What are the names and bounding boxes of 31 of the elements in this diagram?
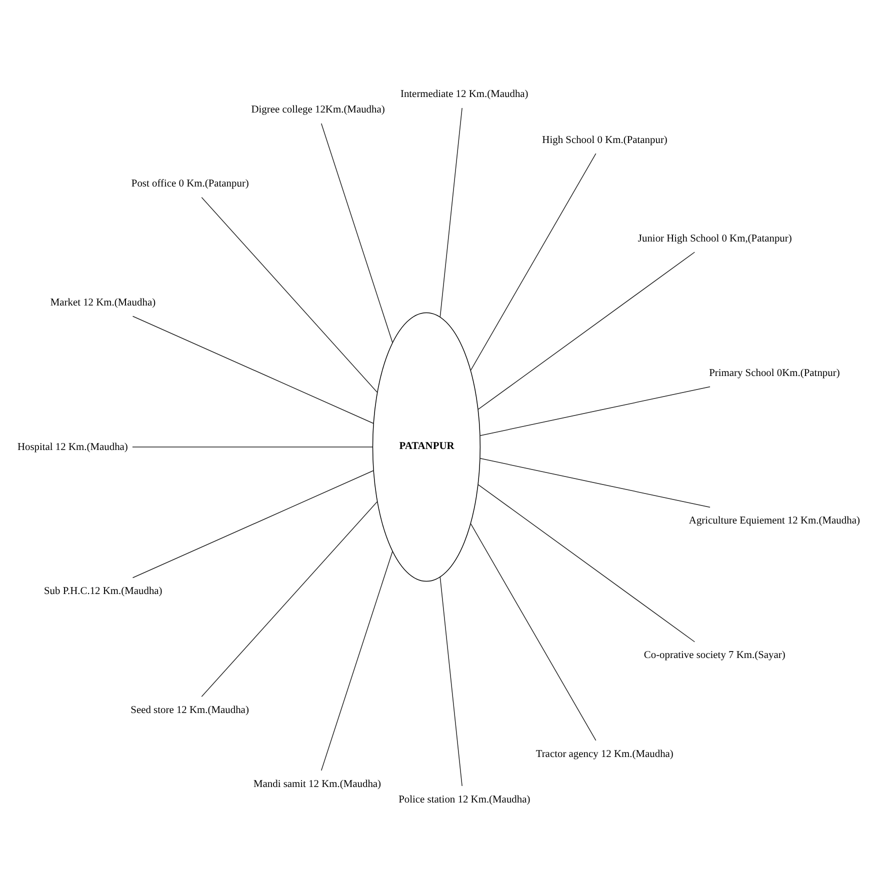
node-text: Digree college 12Km.(Maudha) — [251, 104, 385, 116]
connector — [480, 386, 710, 436]
connector — [320, 550, 393, 770]
connector — [132, 446, 373, 447]
connector — [132, 470, 374, 578]
connector — [440, 576, 462, 786]
node-text: Mandi samit 12 Km.(Maudha) — [253, 778, 382, 790]
node-text: Tractor agency 12 Km.(Maudha) — [536, 748, 674, 760]
connector — [470, 152, 596, 370]
connector — [132, 315, 374, 424]
connector — [201, 500, 378, 697]
node-text: Primary School 0Km.(Patnpur) — [709, 368, 840, 379]
connector — [478, 251, 696, 410]
node-ellipse: PATANPUR — [372, 312, 481, 582]
connector — [440, 107, 462, 317]
node-text: Police station 12 Km.(Maudha) — [398, 794, 530, 805]
node-text: Market 12 Km.(Maudha) — [50, 297, 156, 308]
node-text: Hospital 12 Km.(Maudha) — [17, 441, 128, 452]
node-text: Seed store 12 Km.(Maudha) — [130, 704, 249, 716]
node-text: Junior High School 0 Km,(Patanpur) — [638, 232, 792, 244]
node-text: High School 0 Km.(Patanpur) — [542, 134, 668, 146]
node-text: Co-oprative society 7 Km.(Sayar) — [644, 650, 786, 661]
connector — [480, 458, 710, 508]
node-text: Intermediate 12 Km.(Maudha) — [400, 88, 528, 100]
connector — [478, 484, 696, 642]
node-text: Agriculture Equiement 12 Km.(Maudha) — [688, 514, 860, 526]
node-text: Sub P.H.C.12 Km.(Maudha) — [44, 585, 162, 596]
connector — [201, 196, 378, 392]
connector — [470, 522, 596, 740]
node-text: Post office 0 Km.(Patanpur) — [131, 178, 249, 189]
connector — [320, 122, 393, 343]
